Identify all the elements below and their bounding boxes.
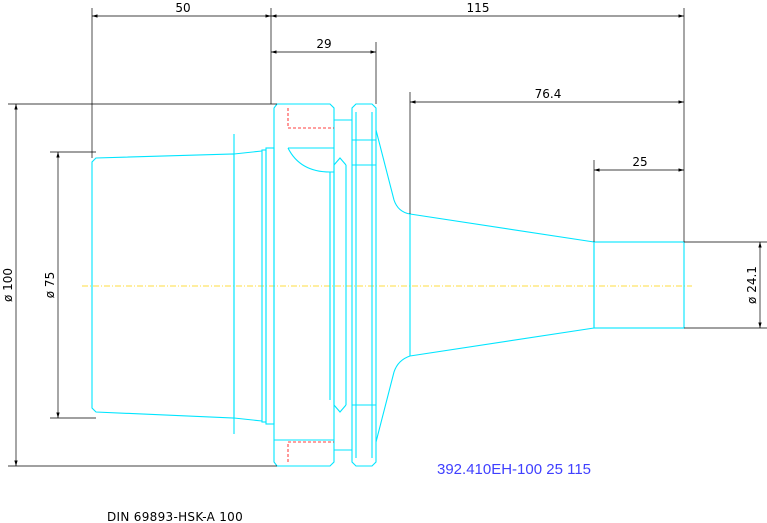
dim-29-label: 29 — [316, 37, 331, 51]
hidden-lines — [287, 108, 334, 462]
dim-dia-24-1-label: ø 24.1 — [745, 266, 759, 304]
tool-holder-outline — [91, 103, 685, 467]
dim-dia-100-label: ø 100 — [1, 268, 15, 302]
standard-label: DIN 69893-HSK-A 100 — [107, 510, 243, 523]
dim-50-label: 50 — [175, 1, 190, 15]
dim-76-4-label: 76.4 — [535, 87, 562, 101]
dimension-lines — [8, 8, 767, 467]
dim-25-label: 25 — [632, 155, 647, 169]
dim-115-label: 115 — [467, 1, 490, 15]
dim-dia-75-label: ø 75 — [43, 272, 57, 298]
part-number-label: 392.410EH-100 25 115 — [437, 461, 591, 478]
